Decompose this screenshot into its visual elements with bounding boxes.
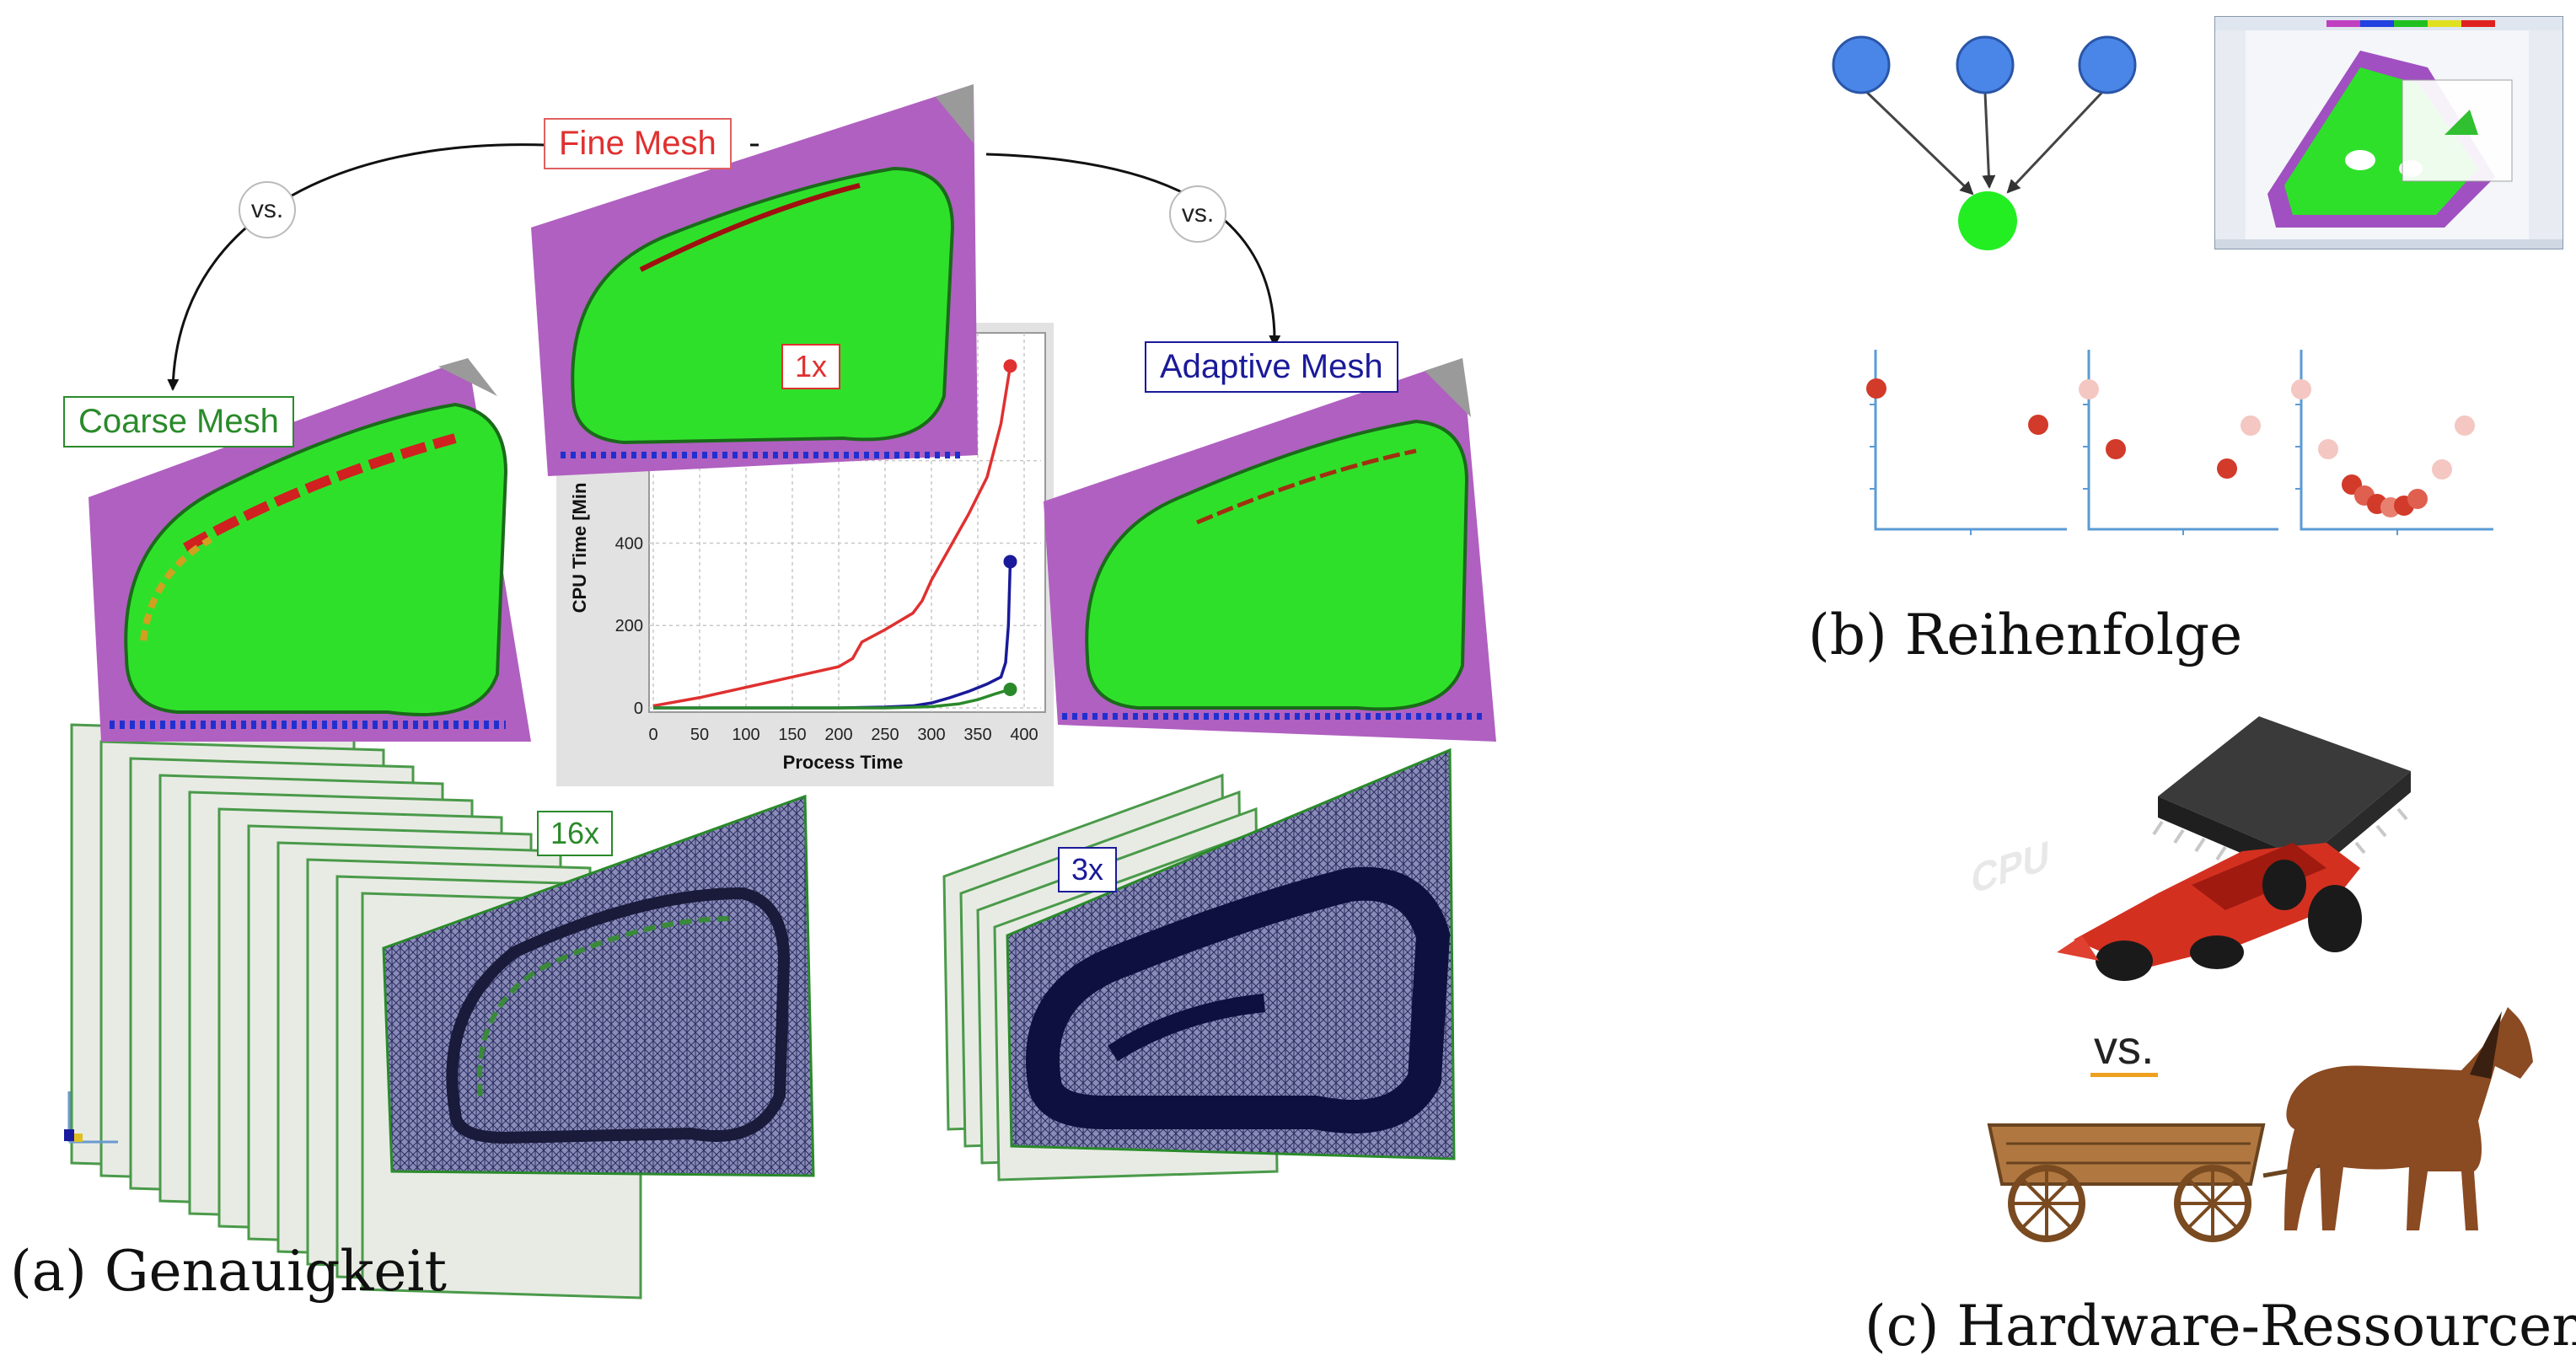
- chart-x-tick-label: 300: [917, 726, 945, 744]
- chart-y-tick-label: 200: [615, 617, 643, 635]
- cpu-race-car-illustration: CPU: [1971, 716, 2411, 981]
- graph-node-input-3: [2078, 35, 2137, 94]
- adaptive-mesh-label: Adaptive Mesh: [1145, 341, 1398, 393]
- chart-series-endpoint-3: [1003, 683, 1017, 696]
- chart-series-endpoint-1: [1003, 359, 1017, 373]
- chart-x-tick-label: 100: [732, 726, 759, 744]
- adaptive-part: [1044, 358, 1496, 742]
- cpu-chip-label: CPU: [1971, 832, 2050, 903]
- software-screenshot-thumbnail: [2214, 16, 2563, 249]
- caption-a: (a) Genauigkeit: [10, 1239, 448, 1304]
- chart-x-tick-label: 50: [690, 726, 709, 744]
- vs-right-badge: vs.: [1169, 185, 1226, 243]
- chart-x-axis-label: Process Time: [783, 752, 904, 773]
- chart-x-tick-label: 350: [963, 726, 991, 744]
- horse-cart-illustration: [1987, 1007, 2533, 1242]
- graph-node-output: [1958, 191, 2017, 250]
- ordering-plots: [1866, 350, 2493, 535]
- vs-left-badge: vs.: [239, 181, 296, 238]
- caption-b: (b) Reihenfolge: [1808, 603, 2243, 667]
- speed-fine-label: 1x: [781, 344, 841, 389]
- vs-hardware-label: vs.: [2090, 1022, 2158, 1077]
- chart-x-tick-label: 150: [778, 726, 806, 744]
- coarse-mesh-label: Coarse Mesh: [63, 396, 294, 448]
- race-car-icon: [2057, 843, 2362, 981]
- coarse-part: [89, 358, 531, 742]
- speed-coarse-label: 16x: [537, 811, 614, 856]
- speed-adaptive-label: 3x: [1058, 847, 1118, 892]
- chart-x-tick-label: 0: [648, 726, 657, 744]
- adaptive-mesh-page: [1006, 748, 1456, 1160]
- caption-c: (c) Hardware-Ressourcen: [1865, 1294, 2576, 1359]
- chart-series-endpoint-2: [1003, 555, 1017, 569]
- chart-x-tick-label: 400: [1010, 726, 1038, 744]
- coarse-mesh-page: [382, 794, 815, 1177]
- graph-node-input-1: [1832, 35, 1891, 94]
- fine-mesh-label: Fine Mesh: [544, 118, 732, 169]
- chart-x-tick-label: 200: [824, 726, 852, 744]
- horse-icon: [2284, 1007, 2533, 1230]
- chart-y-axis-label: CPU Time [Min: [569, 483, 590, 614]
- axis-triad-icon: [64, 1091, 118, 1144]
- chart-series-line-1: [652, 365, 1012, 708]
- chart-series-line-3: [653, 688, 1011, 710]
- fine-part: [531, 84, 978, 476]
- dependency-graph: [1832, 35, 2137, 250]
- wagon-icon: [1987, 1123, 2344, 1242]
- chart-y-tick-label: 0: [634, 699, 643, 718]
- chart-y-tick-label: 400: [615, 534, 643, 553]
- chart-x-tick-label: 250: [871, 726, 899, 744]
- graph-node-input-2: [1956, 35, 2015, 94]
